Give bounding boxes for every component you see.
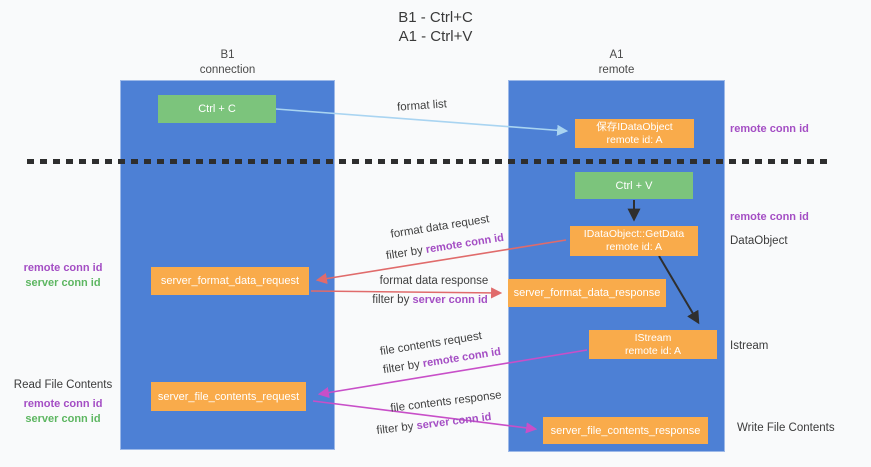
save-dataobject-line2: remote id: A xyxy=(606,133,663,146)
left-conn-id-block: remote conn id server conn id xyxy=(8,261,118,291)
ctrl-v-box: Ctrl + V xyxy=(575,172,693,199)
save-dataobject-line1: 保存IDataObject xyxy=(596,120,673,133)
phase-divider-dashed-line xyxy=(27,159,833,164)
file-contents-request-arrow xyxy=(317,349,588,399)
getdata-line2: remote id: A xyxy=(605,241,663,253)
getdata-to-istream-arrow xyxy=(658,255,700,325)
server-file-contents-response-box: server_file_contents_response xyxy=(543,417,708,444)
right-column-header: A1 remote xyxy=(508,48,725,78)
remote-conn-id-label: remote conn id xyxy=(23,262,103,274)
read-file-contents-label: Read File Contents xyxy=(13,379,113,391)
istream-label: Istream xyxy=(730,340,769,352)
right-column-role: remote xyxy=(598,64,635,76)
title-line-1: B1 - Ctrl+C xyxy=(398,9,473,26)
filter-by-prefix: filter by xyxy=(372,294,413,306)
istream-line2: remote id: A xyxy=(624,344,682,357)
idataobject-getdata-box: IDataObject::GetData remote id: A xyxy=(570,226,698,256)
server-conn-id-text: server conn id xyxy=(412,294,488,306)
dataobject-label: DataObject xyxy=(730,235,788,247)
ctrl-c-box: Ctrl + C xyxy=(158,95,276,123)
left-column-name: B1 xyxy=(220,49,235,61)
server-format-data-request-box: server_format_data_request xyxy=(151,267,309,295)
left-bottom-conn-id-block: remote conn id server conn id xyxy=(8,397,118,427)
format-data-response-arrow xyxy=(310,287,503,299)
format-list-arrow xyxy=(275,108,569,136)
left-column-role: connection xyxy=(199,64,256,76)
format-data-request-arrow xyxy=(315,239,567,285)
write-file-contents-label: Write File Contents xyxy=(737,422,835,434)
server-format-data-response-box: server_format_data_response xyxy=(508,279,666,307)
remote-conn-id-label: remote conn id xyxy=(730,211,809,223)
remote-conn-id-label: remote conn id xyxy=(23,398,103,410)
diagram-title: B1 - Ctrl+C A1 - Ctrl+V xyxy=(0,8,871,46)
format-response-filter-label: filter by server conn id xyxy=(320,294,540,306)
left-column-header: B1 connection xyxy=(120,48,335,78)
title-line-2: A1 - Ctrl+V xyxy=(398,28,473,45)
remote-conn-id-label: remote conn id xyxy=(730,123,809,135)
right-column-name: A1 xyxy=(609,49,624,61)
getdata-line1: IDataObject::GetData xyxy=(583,228,685,240)
server-conn-id-label: server conn id xyxy=(25,277,101,289)
file-contents-response-arrow xyxy=(312,400,538,434)
format-data-response-label: format data response xyxy=(379,275,489,287)
istream-line1: IStream xyxy=(634,331,672,344)
server-file-contents-request-box: server_file_contents_request xyxy=(151,382,306,411)
server-conn-id-label: server conn id xyxy=(25,413,101,425)
save-dataobject-box: 保存IDataObject remote id: A xyxy=(575,119,694,148)
istream-box: IStream remote id: A xyxy=(589,330,717,359)
